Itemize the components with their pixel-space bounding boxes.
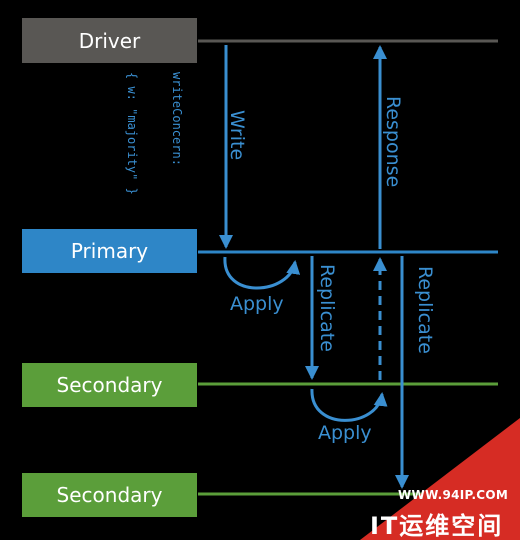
driver-node: Driver	[22, 18, 197, 63]
primary-node: Primary	[22, 229, 197, 273]
watermark-banner	[360, 418, 520, 540]
write-concern-code: writeConcern: { w: "majority" }	[94, 72, 214, 195]
secondary-node-1: Secondary	[22, 363, 197, 407]
write-concern-line-1: writeConcern:	[170, 72, 184, 166]
primary-apply-label: Apply	[230, 293, 284, 315]
primary-apply-arrow	[223, 256, 301, 290]
write-label: Write	[226, 110, 248, 161]
watermark-url: WWW.94IP.COM	[398, 488, 509, 502]
replicate-label-2: Replicate	[414, 266, 436, 354]
secondary-node-2: Secondary	[22, 473, 197, 517]
response-label: Response	[382, 96, 404, 188]
write-concern-line-2: { w: "majority" }	[125, 72, 139, 195]
secondary-1-apply-label: Apply	[318, 422, 372, 444]
watermark-brand: IT运维空间	[370, 512, 504, 540]
replicate-label-1: Replicate	[316, 264, 338, 352]
secondary-1-apply-arrow	[310, 388, 388, 422]
